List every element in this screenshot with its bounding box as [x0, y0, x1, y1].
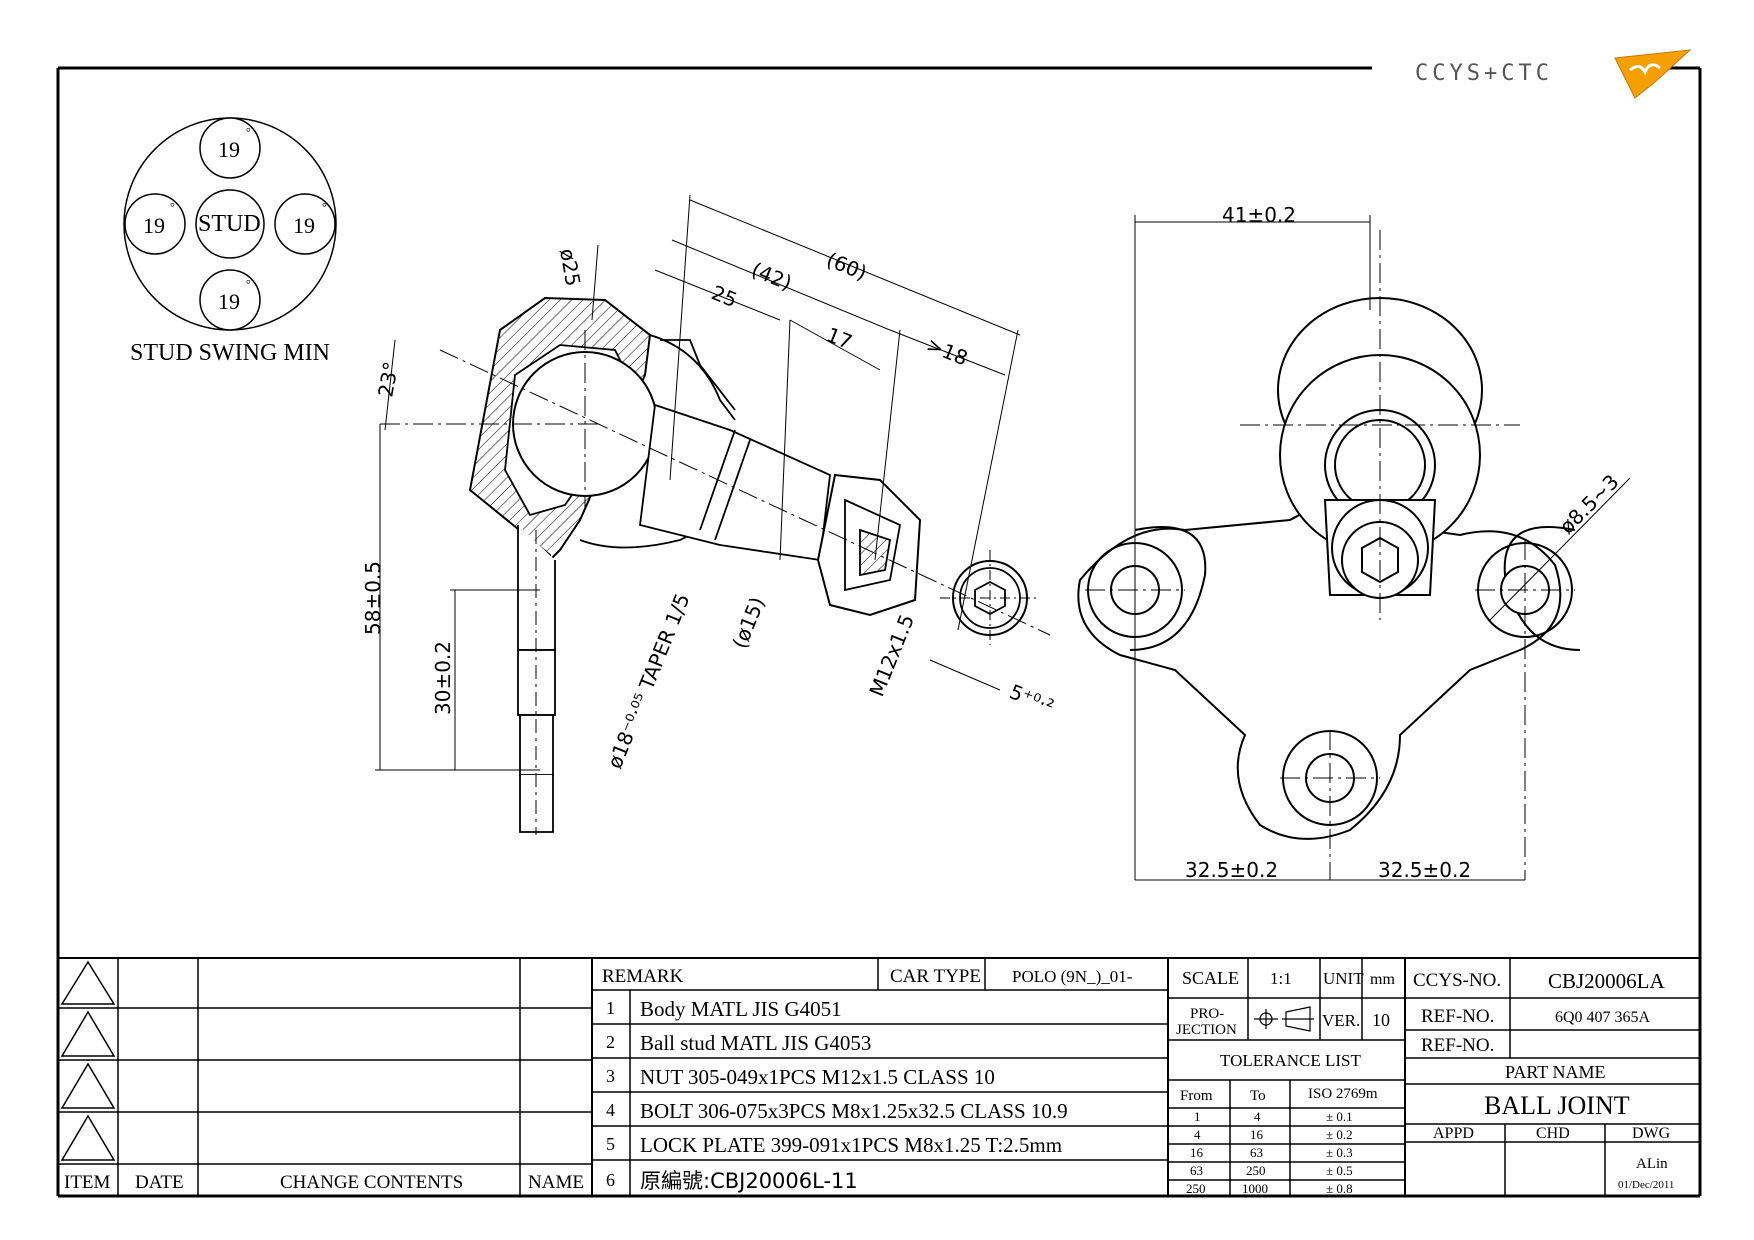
remark-no: 2	[606, 1032, 615, 1052]
dim-58: 58±0.5	[361, 561, 385, 635]
front-view	[1077, 297, 1581, 840]
ver-label: VER.	[1322, 1011, 1360, 1030]
car-type-label: CAR TYPE	[890, 966, 981, 987]
unit-value: mm	[1370, 971, 1395, 988]
dim-angle-23: 23°	[373, 360, 403, 399]
dim-25: 25	[708, 280, 741, 312]
remark-text: LOCK PLATE 399-091x1PCS M8x1.25 T:2.5mm	[640, 1133, 1062, 1157]
remark-no: 6	[606, 1170, 615, 1190]
dim-17: 17	[823, 322, 856, 354]
dim-5: 5⁺⁰·²	[1006, 679, 1057, 718]
dim-d15: (ø15)	[727, 593, 769, 651]
ref-no-label: REF-NO.	[1421, 1035, 1494, 1056]
dim-32-left: 32.5±0.2	[1185, 858, 1278, 882]
degree-mark: °	[246, 125, 251, 139]
tol-from: 4	[1194, 1127, 1201, 1142]
dim-m12: M12x1.5	[864, 611, 919, 700]
stud-swing-left: 19	[143, 213, 165, 238]
dim-hole: ø8.5~3	[1555, 470, 1624, 539]
degree-mark: °	[170, 200, 175, 214]
stud-swing-bottom: 19	[218, 289, 240, 314]
dim-41: 41±0.2	[1222, 203, 1296, 227]
remark-title: REMARK	[602, 966, 684, 987]
dim-taper: ø18⁻⁰·⁰⁵ TAPER 1/5	[602, 590, 694, 772]
dwg-label: DWG	[1632, 1125, 1671, 1142]
stud-label: STUD	[198, 211, 261, 237]
tol-header-from: From	[1180, 1088, 1213, 1104]
dim-d25: ø25	[555, 247, 585, 288]
dim-60: (60)	[823, 247, 870, 285]
remark-no: 4	[606, 1100, 615, 1120]
scale-label: SCALE	[1182, 968, 1239, 988]
appd-label: APPD	[1433, 1125, 1474, 1142]
scale-value: 1:1	[1270, 969, 1292, 988]
title-block-grid	[58, 957, 1700, 1196]
tol-to: 16	[1250, 1127, 1264, 1142]
company-logo: CCYS+CTC	[1415, 49, 1692, 99]
tol-value: ± 0.8	[1326, 1181, 1353, 1196]
remark-text: Body MATL JIS G4051	[640, 997, 842, 1021]
degree-mark: °	[322, 200, 327, 214]
front-dimensions	[1134, 215, 1631, 881]
tolerance-title: TOLERANCE LIST	[1220, 1051, 1361, 1070]
tol-from: 63	[1190, 1163, 1203, 1178]
stud-swing-right: 19	[293, 213, 315, 238]
projection-label: JECTION	[1176, 1022, 1237, 1038]
drawing-border	[56, 66, 1702, 1198]
tol-value: ± 0.1	[1326, 1109, 1353, 1124]
remark-text: BOLT 306-075x3PCS M8x1.25x32.5 CLASS 10.…	[640, 1099, 1068, 1123]
remark-no: 3	[606, 1066, 615, 1086]
tol-to: 1000	[1242, 1181, 1268, 1196]
remark-no: 1	[606, 998, 615, 1018]
header-date: DATE	[135, 1172, 184, 1193]
projection-symbol-icon	[1254, 1006, 1314, 1032]
side-dimensions	[375, 194, 1021, 771]
ref-no-label: REF-NO.	[1421, 1006, 1494, 1027]
dim-30: 30±0.2	[431, 641, 455, 715]
chd-label: CHD	[1536, 1125, 1570, 1142]
remark-text: 原編號:CBJ20006L-11	[640, 1169, 858, 1193]
part-name-value: BALL JOINT	[1484, 1091, 1630, 1120]
stud-swing-diagram	[123, 117, 337, 331]
tol-to: 4	[1254, 1109, 1261, 1124]
side-section-view	[380, 296, 1051, 835]
revision-markers	[60, 960, 116, 1161]
header-change-contents: CHANGE CONTENTS	[280, 1172, 463, 1193]
tol-value: ± 0.3	[1326, 1145, 1353, 1160]
projection-label: PRO-	[1190, 1006, 1224, 1022]
header-name: NAME	[528, 1172, 584, 1193]
dim-32-right: 32.5±0.2	[1378, 858, 1471, 882]
remark-text: NUT 305-049x1PCS M12x1.5 CLASS 10	[640, 1065, 995, 1089]
drawing-date: 01/Dec/2011	[1618, 1179, 1674, 1191]
tol-header-to: To	[1250, 1088, 1266, 1104]
ver-value: 10	[1372, 1010, 1390, 1030]
ccys-no-label: CCYS-NO.	[1413, 970, 1501, 991]
tol-from: 250	[1186, 1181, 1206, 1196]
tol-from: 16	[1190, 1145, 1204, 1160]
ref-no-value: 6Q0 407 365A	[1555, 1009, 1651, 1026]
svg-text:CCYS+CTC: CCYS+CTC	[1415, 61, 1553, 86]
tol-header-iso: ISO 2769m	[1308, 1086, 1378, 1102]
tol-to: 63	[1250, 1145, 1263, 1160]
drawn-by: ALin	[1636, 1156, 1668, 1172]
tol-value: ± 0.5	[1326, 1163, 1353, 1178]
part-name-label: PART NAME	[1505, 1062, 1605, 1082]
tol-from: 1	[1194, 1109, 1201, 1124]
degree-mark: °	[246, 277, 251, 291]
tol-to: 250	[1246, 1163, 1266, 1178]
remark-text: Ball stud MATL JIS G4053	[640, 1031, 871, 1055]
tol-value: ± 0.2	[1326, 1127, 1353, 1142]
stud-swing-caption: STUD SWING MIN	[130, 340, 330, 366]
unit-label: UNIT	[1323, 969, 1364, 988]
ccys-no-value: CBJ20006LA	[1548, 969, 1666, 993]
header-item: ITEM	[64, 1172, 111, 1193]
dim-18: >18	[923, 332, 971, 370]
remark-no: 5	[606, 1134, 615, 1154]
dim-42: (42)	[748, 257, 795, 295]
car-type-value: POLO (9N_)_01-	[1012, 967, 1133, 986]
stud-swing-top: 19	[218, 137, 240, 162]
